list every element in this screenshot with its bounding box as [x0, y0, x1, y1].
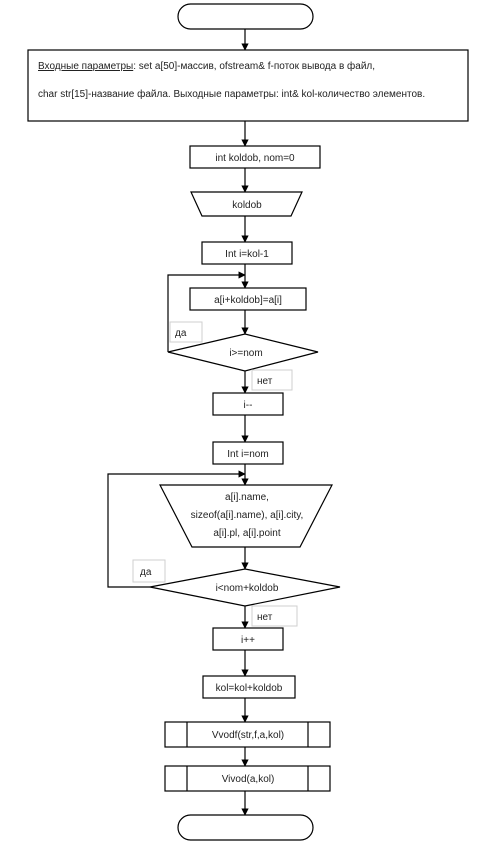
init-block	[189, 145, 321, 169]
io-line1: a[i].name,	[225, 492, 269, 503]
end-terminator	[177, 814, 314, 841]
params-input-label: Входные параметры	[38, 61, 133, 72]
params-line1: Входные параметры: set a[50]-массив, ofs…	[38, 60, 375, 72]
input-koldob-text: koldob	[232, 200, 262, 211]
parameters-box	[27, 49, 469, 122]
decrement-text: i--	[244, 400, 253, 411]
start-terminator	[177, 3, 314, 30]
update-kol-block	[202, 675, 296, 699]
loop2-condition-diamond	[149, 568, 341, 607]
loop2-yes-label-box	[132, 559, 166, 583]
loop2-no-text: нет	[257, 612, 273, 623]
loop2-no-label-box	[251, 605, 298, 627]
call-vvodf-text: Vvodf(str,f,a,kol)	[212, 730, 284, 741]
update-kol-text: kol=kol+koldob	[216, 683, 283, 694]
loop2-cond-text: i<nom+koldob	[216, 583, 279, 594]
call-vvodf-block	[164, 721, 331, 748]
loop1-yes-text: да	[175, 328, 187, 339]
loop2-yes-text: да	[140, 567, 152, 578]
input-koldob-block	[190, 191, 303, 217]
params-line1-rest: : set a[50]-массив, ofstream& f-поток вы…	[133, 60, 375, 72]
loop1-no-text: нет	[257, 376, 273, 387]
loop1-init-text: Int i=kol-1	[225, 249, 269, 260]
io-line2: sizeof(a[i].name), a[i].city,	[191, 510, 304, 521]
increment-block	[212, 627, 284, 651]
loop1-body-block	[189, 287, 307, 311]
loop2-init-block	[212, 441, 284, 465]
call-vivod-text: Vivod(a,kol)	[222, 774, 275, 785]
loop1-cond-text: i>=nom	[229, 348, 262, 359]
loop2-init-text: Int i=nom	[227, 449, 268, 460]
loop1-yes-label-box	[169, 321, 203, 343]
call-vivod-block	[164, 765, 331, 792]
params-line2: char str[15]-название файла. Выходные па…	[38, 88, 425, 100]
io-line3: a[i].pl, a[i].point	[213, 528, 280, 539]
init-text: int koldob, nom=0	[215, 153, 295, 164]
increment-text: i++	[241, 635, 255, 646]
loop1-back-arrow	[167, 271, 246, 352]
loop1-body-text: a[i+koldob]=a[i]	[214, 295, 282, 306]
loop2-back-arrow	[107, 470, 246, 588]
loop1-condition-diamond	[167, 333, 319, 372]
decrement-block	[212, 392, 284, 416]
output-block	[159, 484, 333, 548]
loop1-init-block	[201, 241, 293, 265]
loop1-no-label-box	[251, 369, 293, 391]
